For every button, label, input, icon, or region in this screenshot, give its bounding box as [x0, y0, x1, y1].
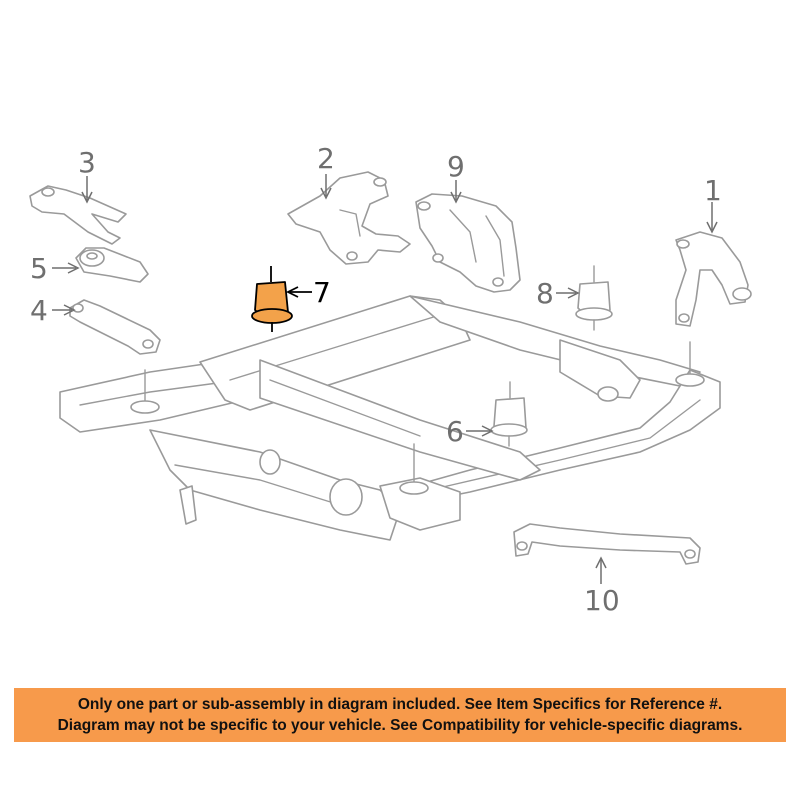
part-4-strut	[69, 299, 161, 355]
engine-cradle-subframe	[59, 295, 721, 541]
callout-4: 4	[30, 294, 48, 327]
callout-9: 9	[447, 150, 465, 183]
part-10-crossbar	[513, 523, 701, 565]
part-6-mount	[490, 381, 528, 447]
part-5-link-mount	[75, 247, 149, 283]
callout-leaders	[52, 174, 718, 584]
notice-line-2: Diagram may not be specific to your vehi…	[57, 717, 743, 734]
part-9-bracket	[415, 193, 521, 293]
notice-banner: Only one part or sub-assembly in diagram…	[14, 688, 786, 742]
callout-5: 5	[30, 252, 48, 285]
callout-10: 10	[584, 584, 620, 617]
callout-6: 6	[446, 415, 464, 448]
part-1-bracket	[675, 231, 752, 327]
part-7-mount-highlighted	[251, 266, 293, 332]
notice-line-1: Only one part or sub-assembly in diagram…	[77, 696, 723, 713]
callout-1: 1	[704, 174, 722, 207]
callout-labels: 1 2 3 4 5 6 7 8 9 10	[30, 142, 722, 617]
part-2-bracket	[287, 171, 411, 265]
part-8-mount	[575, 265, 613, 331]
callout-8: 8	[536, 277, 554, 310]
callout-3: 3	[78, 146, 96, 179]
callout-7: 7	[313, 276, 331, 309]
part-3-torque-link	[29, 185, 127, 245]
callout-2: 2	[317, 142, 335, 175]
